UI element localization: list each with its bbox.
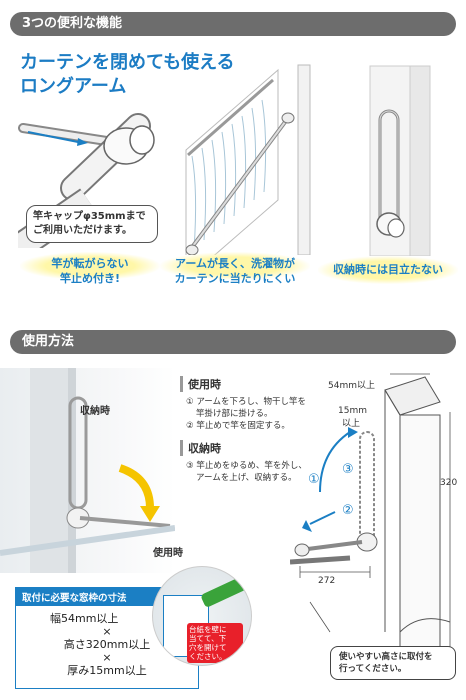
dim-height-value: 320: [440, 478, 458, 488]
feature1-line1: 竿が転がらない: [51, 257, 129, 270]
step-number-2: ②: [342, 503, 354, 518]
dim-depth-label: 15mm: [338, 406, 367, 416]
frame-width: 幅54mm以上: [50, 612, 119, 625]
dimension-diagram: [290, 373, 451, 672]
use-step1: ① アームを下ろし、物干し竿を: [186, 397, 307, 407]
feature-long-arm: アームが長く、洗濯物が カーテンに当たりにくい: [160, 256, 310, 286]
label-in-use: 使用時: [153, 548, 183, 559]
usage-instructions: 使用時 ① アームを下ろし、物干し竿を 竿掛け部に掛ける。 ② 竿止めで竿を固定…: [180, 376, 310, 484]
feature1-line2: 竿止め付き!: [59, 272, 121, 285]
photo-note-line1: 台紙を壁に: [189, 625, 227, 634]
stored-arm-illustration: [369, 65, 431, 256]
use-step1b: 竿掛け部に掛ける。: [196, 409, 273, 419]
use-title: 使用時: [180, 376, 310, 392]
times-2: ×: [102, 651, 112, 664]
times-1: ×: [102, 625, 112, 638]
feature1-highlight: [20, 252, 160, 280]
dim-arm-value: 272: [318, 576, 336, 586]
photo-note-line2: 当てて、下: [189, 634, 227, 643]
window-frame-header: 取付に必要な窓枠の寸法: [16, 588, 198, 606]
dim-width-label: 54mm以上: [328, 381, 375, 391]
frame-depth: 厚み15mm以上: [67, 664, 147, 677]
photo-note-line4: ください。: [189, 652, 227, 661]
install-height-note: 使いやすい高さに取付を 行ってください。: [330, 646, 456, 680]
store-step1b: アームを上げ、収納する。: [196, 473, 297, 483]
curtain-window-illustration: [185, 64, 311, 255]
callout-line2: ご利用いただけます。: [33, 225, 132, 236]
photo-note: 台紙を壁に 当てて、下 穴を開けて ください。: [187, 623, 243, 663]
feature2-line1: アームが長く、洗濯物が: [174, 257, 295, 270]
feature2-highlight: [160, 252, 310, 280]
feature-no-roll: 竿が転がらない 竿止め付き!: [20, 256, 160, 286]
drill-icon: [200, 575, 248, 609]
section-title-usage: 使用方法: [10, 330, 456, 354]
step-number-3: ③: [342, 462, 354, 477]
install-note-line2: 行ってください。: [339, 664, 407, 674]
headline-line1: カーテンを閉めても使える: [20, 52, 235, 73]
rod-cap-callout: 竿キャップφ35mmまで ご利用いただけます。: [26, 205, 158, 243]
headline-line2: ロングアーム: [20, 76, 127, 97]
usage-photo-drawing: [0, 368, 176, 573]
store-step1: ③ 竿止めをゆるめ、竿を外し、: [186, 461, 307, 471]
feature2-line2: カーテンに当たりにくい: [174, 272, 296, 285]
frame-height: 高さ320mm以上: [63, 638, 151, 651]
step-number-1: ①: [308, 472, 320, 487]
store-title: 収納時: [180, 440, 310, 456]
label-storage: 収納時: [80, 406, 110, 417]
feature3-line1: 収納時には目立たない: [333, 263, 443, 276]
dim-depth-label2: 以上: [342, 419, 361, 429]
install-photo: 台紙を壁に 当てて、下 穴を開けて ください。: [152, 566, 252, 666]
photo-note-line3: 穴を開けて: [189, 643, 227, 652]
section-title-features: 3つの便利な機能: [10, 12, 456, 36]
feature-inconspicuous: 収納時には目立たない: [318, 262, 458, 277]
use-step2: ② 竿止めで竿を固定する。: [186, 421, 290, 431]
usage-photo: [0, 368, 176, 573]
feature3-highlight: [318, 256, 458, 284]
install-note-line1: 使いやすい高さに取付を: [339, 652, 433, 662]
callout-line1: 竿キャップφ35mmまで: [33, 211, 146, 222]
